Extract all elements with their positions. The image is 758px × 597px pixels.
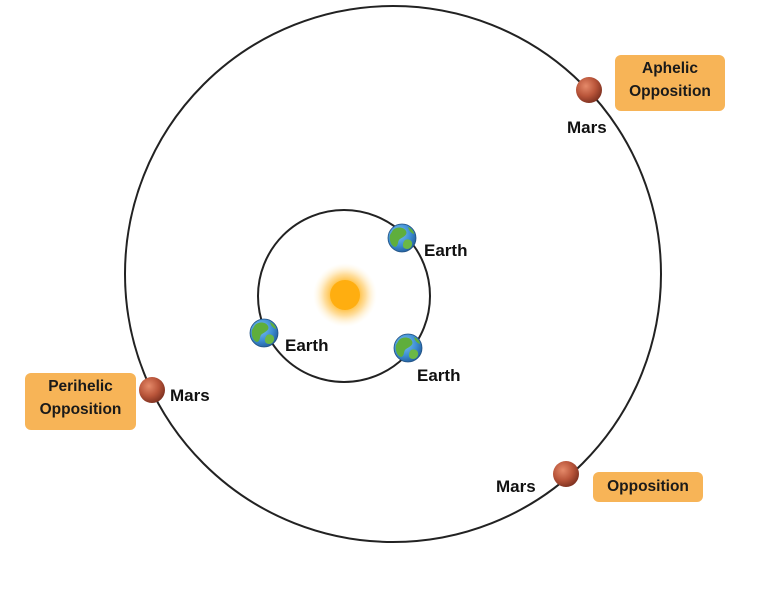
mars-label: Mars — [170, 386, 210, 405]
mars-icon — [576, 77, 602, 103]
earth-icon — [387, 223, 417, 253]
mars-label: Mars — [496, 477, 536, 496]
tag-line: Aphelic — [642, 60, 698, 77]
earth-label: Earth — [424, 241, 468, 260]
sun-icon — [313, 263, 377, 327]
mars-icon — [553, 461, 579, 487]
tag-line: Opposition — [39, 401, 122, 419]
perihelic-opposition-tag: Perihelic Opposition — [25, 373, 136, 430]
aphelic-opposition-tag: Aphelic Opposition — [615, 55, 725, 111]
earth-icon — [249, 318, 279, 348]
earth-label: Earth — [285, 336, 329, 355]
mars-orbit — [124, 5, 662, 543]
earth-icon — [393, 333, 423, 363]
earth-orbit — [257, 209, 431, 383]
opposition-tag: Opposition — [593, 472, 703, 502]
tag-line: Opposition — [629, 83, 711, 101]
mars-label: Mars — [567, 118, 607, 137]
earth-label: Earth — [417, 366, 461, 385]
tag-line: Perihelic — [48, 378, 113, 395]
mars-icon — [139, 377, 165, 403]
